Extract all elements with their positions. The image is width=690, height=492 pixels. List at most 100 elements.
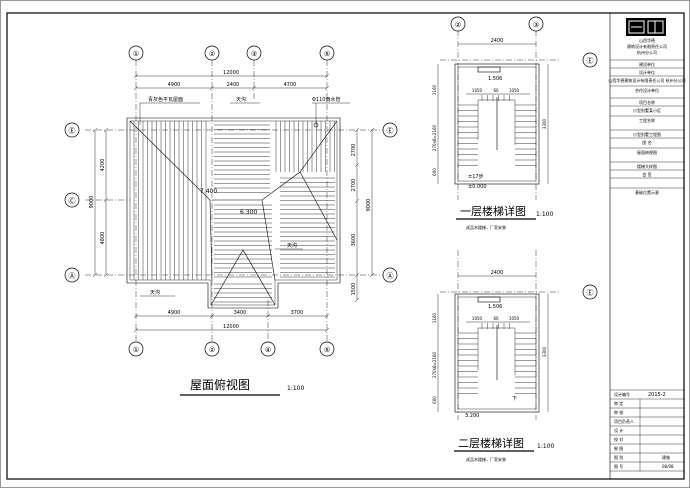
axis-bubble-top-3: ③: [246, 45, 262, 61]
stair2-dim-b: 60: [493, 316, 499, 321]
roof-plan: 12000 4900 2400 4700 4900 3400 3700 1200…: [64, 45, 398, 396]
svg-text:①: ①: [133, 50, 139, 58]
svg-text:②: ②: [209, 346, 215, 354]
sheet-frame: [6, 12, 685, 480]
stair1-left-dim-3: 600: [432, 168, 437, 176]
dim-right-4: 1500: [351, 283, 357, 296]
stair1-axis-3: ③: [528, 16, 544, 32]
roof-plan-title: 屋面俯视图: [190, 377, 250, 392]
downpipe-icon: [313, 122, 319, 128]
stair1-left-dim-1: 1160: [432, 84, 437, 95]
stair1-treads: [458, 95, 536, 166]
svg-text:Ⓔ: Ⓔ: [587, 57, 594, 65]
svg-text:④: ④: [265, 346, 271, 354]
stair-detail-1: ② ③ Ⓔ 2400 1050 60 1050 1.506 ±17步 ±0.00…: [432, 16, 598, 230]
stair1-axis-E: Ⓔ: [582, 52, 598, 68]
dim-ticks-top: [133, 73, 330, 91]
roof-ridge: [212, 120, 338, 201]
axis-bubble-bottom-5: ⑤: [319, 341, 335, 357]
svg-text:③: ③: [251, 50, 257, 58]
company-line-3: 杭州分公司: [637, 49, 657, 55]
svg-text:②: ②: [455, 21, 461, 29]
stair2-scale: 1:100: [537, 443, 554, 450]
dim-ticks-right: [354, 127, 375, 303]
stair1-walls: [454, 63, 540, 185]
design-no-label: 设计编号: [614, 391, 630, 397]
sign-row-label: 审 核: [614, 409, 623, 415]
stair2-elev-top: 1.506: [488, 304, 502, 310]
title-block-row: 小型别墅工程图: [633, 131, 661, 137]
dim-top-2: 2400: [227, 82, 240, 88]
roof-tiles-vertical: [133, 121, 335, 280]
sign-row-label: 审 定: [614, 400, 623, 406]
stair2-dim-c: 1050: [509, 316, 520, 321]
roof-material-label: 青灰色平瓦屋面: [148, 96, 183, 103]
title-block-row: 会 签: [642, 171, 651, 177]
stair1-dim-c: 1050: [509, 88, 520, 93]
sign-row-label: 图 号: [614, 463, 623, 469]
elevation-a: 7.400: [200, 188, 217, 195]
svg-text:Ⓐ: Ⓐ: [387, 272, 394, 280]
stair2-walls: [454, 293, 540, 413]
stair1-scale: 1:100: [536, 211, 553, 218]
svg-text:⑤: ⑤: [324, 50, 330, 58]
stair1-width-dim: 2400: [491, 38, 504, 44]
title-block-row: 楼梯大样图: [637, 163, 657, 169]
dim-left-2: 4800: [100, 232, 106, 245]
stair2-axis-E: Ⓔ: [582, 284, 598, 300]
title-block-row: 图 名: [642, 139, 651, 145]
svg-text:②: ②: [209, 50, 215, 58]
svg-text:Ⓔ: Ⓔ: [69, 127, 76, 135]
svg-text:Ⓔ: Ⓔ: [587, 289, 594, 297]
svg-text:Ⓒ: Ⓒ: [69, 197, 76, 205]
axis-bubble-right-E: Ⓔ: [382, 122, 398, 138]
dim-bottom-total: 12000: [223, 324, 239, 330]
dim-right-total: 9000: [366, 199, 372, 212]
stair2-left-dim-3: 600: [432, 396, 437, 404]
dim-right-2: 2700: [351, 179, 357, 192]
sign-row-value: 08/08: [662, 464, 674, 469]
dim-left-total: 9000: [89, 196, 95, 209]
stair2-down-label: 下: [512, 396, 517, 402]
title-block-row: 基础位置示意: [635, 189, 659, 195]
dim-bottom-1: 4900: [168, 310, 181, 316]
dim-bottom-3: 3700: [291, 310, 304, 316]
dim-top-3: 4700: [284, 82, 297, 88]
svg-text:⑤: ⑤: [324, 346, 330, 354]
svg-text:①: ①: [133, 346, 139, 354]
stair1-dim-b: 60: [493, 88, 499, 93]
stair1-elev-zero: ±0.000: [468, 184, 487, 190]
gutter-right-label: 天沟: [287, 242, 297, 249]
stair1-title: 一层楼梯详图: [460, 204, 526, 218]
stair1-right-dim: 3300: [542, 118, 547, 129]
dim-bottom-2: 3400: [234, 310, 247, 316]
axis-bubble-top-5: ⑤: [319, 45, 335, 61]
stair2-left-dim-2: 270x8=2160: [432, 352, 437, 379]
roof-valley: [299, 171, 338, 241]
stair2-treads: [458, 323, 536, 394]
stair2-right-dim: 3300: [542, 346, 547, 357]
roof-plan-scale: 1:100: [287, 385, 304, 392]
svg-text:Ⓔ: Ⓔ: [387, 127, 394, 135]
roof-hip-bottom: [210, 249, 276, 306]
dim-right-1: 2700: [351, 144, 357, 157]
axis-bubble-bottom-4: ④: [260, 341, 276, 357]
downpipe-label: Φ110雨水管: [312, 96, 340, 103]
title-block-row: 屋面俯视图: [637, 149, 657, 155]
gutter-bottom-label: 天沟: [150, 289, 160, 296]
stair1-elev-steps: ±17步: [468, 174, 484, 180]
roof-hip-right: [261, 199, 276, 281]
title-block-row: 合作设计单位: [635, 87, 659, 93]
stair2-dim-a: 1050: [472, 316, 483, 321]
axis-bubble-top-2: ②: [204, 45, 220, 61]
roof-outline: [126, 117, 341, 309]
axis-bubble-left-E: Ⓔ: [64, 122, 80, 138]
title-block: 山西华德 建筑设计有限责任公司 杭州分公司 建设单位设计单位山西华德建筑设计有限…: [608, 12, 686, 480]
title-block-row: 小型别墅某小区: [633, 107, 661, 113]
dim-ticks-bottom: [133, 313, 330, 333]
stair2-width-dim: 2400: [491, 270, 504, 276]
